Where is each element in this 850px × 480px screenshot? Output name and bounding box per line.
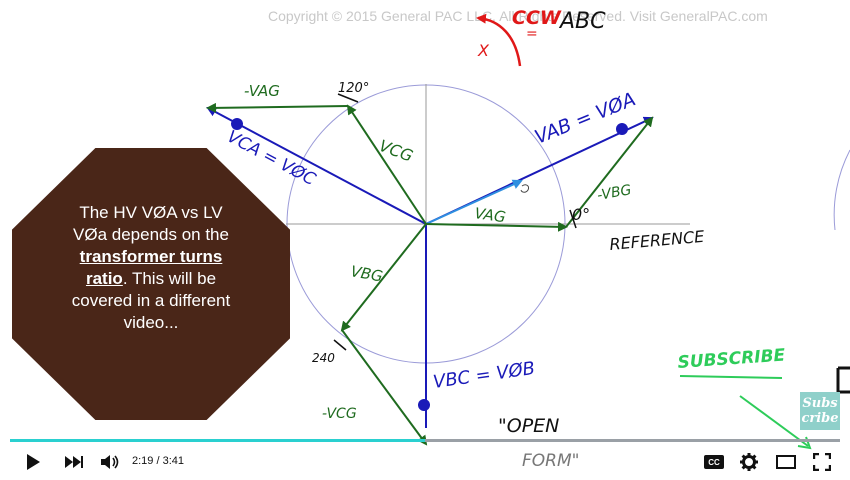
theater-icon — [776, 455, 796, 469]
note-line-1: The HV VØA vs LV VØa depends on the — [73, 203, 229, 244]
next-button[interactable] — [62, 450, 86, 474]
vag-label: VAG — [473, 204, 506, 226]
vcg-phasor — [346, 104, 427, 225]
reference-label: REFERENCE — [609, 227, 706, 254]
neg-vbg-label: -VBG — [596, 182, 633, 204]
deg-120-label: 120° — [338, 81, 369, 96]
player-controls: 2:19 / 3:41 CC — [0, 446, 850, 480]
vab-dot — [616, 123, 628, 135]
play-icon — [27, 454, 40, 470]
ccw-arrow — [476, 13, 522, 67]
note-octagon: The HV VØA vs LV VØa depends on the tran… — [12, 148, 290, 420]
gear-icon — [740, 453, 758, 471]
subscribe-arrow-line — [739, 395, 809, 447]
vag-phasor — [425, 221, 568, 232]
note-line-2: . This will be covered in a different vi… — [71, 269, 231, 332]
tick-0 — [569, 209, 577, 229]
partial-circle-right — [833, 149, 850, 231]
vbc-dot — [418, 399, 430, 411]
copyright-watermark: Copyright © 2015 General PAC LLC. All Ri… — [268, 8, 768, 24]
theater-mode-button[interactable] — [774, 450, 798, 474]
vcg-label: VCG — [377, 136, 416, 166]
abc-label: ABC — [558, 9, 606, 34]
captions-button[interactable]: CC — [703, 450, 725, 474]
vbg-label: VBG — [349, 262, 384, 285]
next-icon — [65, 456, 83, 468]
form-label: FORM" — [522, 451, 579, 471]
vbg-phasor — [340, 223, 427, 332]
subscribe-underline — [679, 375, 783, 379]
note-bold-phrase: transformer turns ratio — [79, 247, 223, 288]
neg-vcg-phasor — [341, 329, 428, 446]
open-label: "OPEN — [498, 415, 559, 437]
equals-mark: = — [526, 26, 538, 42]
fullscreen-icon — [813, 453, 831, 471]
neg-vbg-phasor — [565, 116, 654, 228]
settings-button[interactable] — [738, 450, 760, 474]
deg-240-label: 240 — [312, 351, 335, 365]
progress-bar[interactable] — [10, 439, 840, 442]
subscribe-badge[interactable]: Subs cribe — [800, 392, 840, 430]
neg-vcg-label: -VCG — [322, 406, 357, 422]
neg-vag-phasor — [206, 102, 349, 113]
x-mark: X — [477, 41, 490, 60]
vbc-label: VBC = VØB — [432, 358, 537, 393]
volume-icon — [101, 455, 119, 469]
vca-dot — [231, 118, 243, 130]
volume-button[interactable] — [98, 450, 122, 474]
cursor-icon — [520, 184, 529, 193]
time-display: 2:19 / 3:41 — [132, 455, 184, 467]
tick-120 — [337, 93, 359, 103]
neg-vag-top-label: -VAG — [244, 82, 280, 100]
subscribe-label: SUBSCRIBE — [677, 345, 786, 372]
progress-fill — [10, 439, 425, 442]
captions-label: CC — [708, 458, 720, 467]
ccw-label: CCW — [512, 7, 562, 29]
vca-phasor — [206, 107, 427, 225]
deg-0-label: 0° — [572, 205, 590, 224]
fullscreen-button[interactable] — [810, 450, 834, 474]
edge-letter-fragment — [836, 366, 850, 394]
vab-label: VAB = VØA — [532, 88, 639, 148]
play-button[interactable] — [22, 450, 44, 474]
note-text: The HV VØA vs LV VØa depends on the tran… — [60, 202, 242, 334]
pointer-arrow — [425, 179, 523, 225]
captions-icon: CC — [704, 455, 724, 469]
tick-240 — [333, 339, 347, 351]
